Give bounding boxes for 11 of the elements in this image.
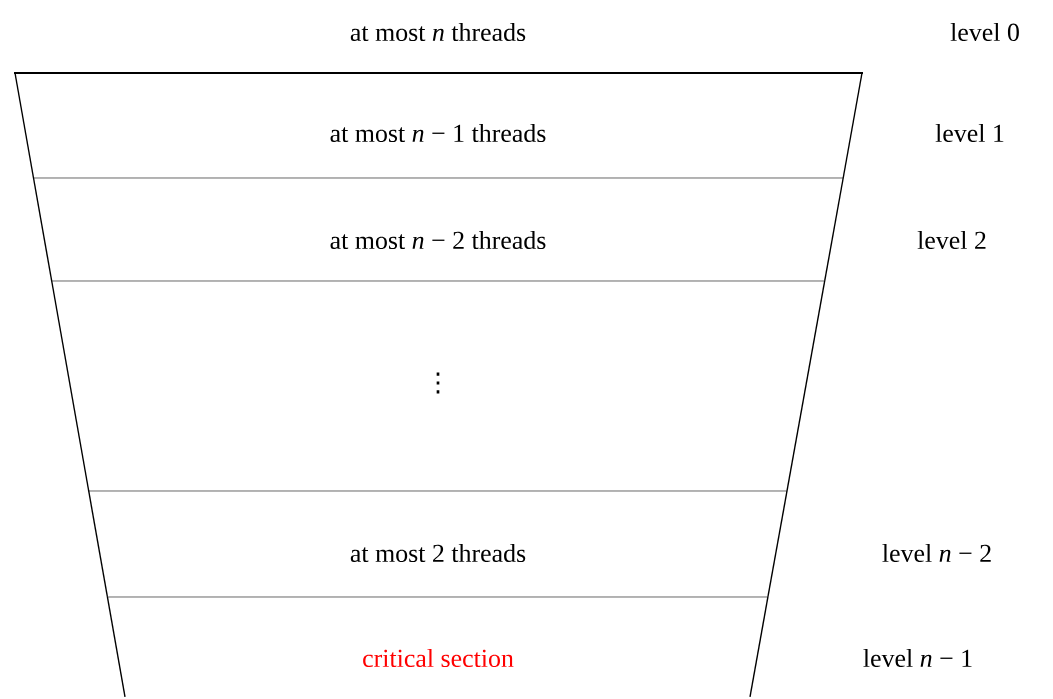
band: at most n − 1 threads	[13, 72, 864, 179]
level-label: level 2	[917, 230, 986, 250]
level-label: level 1	[935, 123, 1004, 143]
band: at most n − 2 threads	[32, 177, 844, 282]
level-label: level n − 2	[882, 543, 991, 563]
band: at most 2 threads	[88, 490, 788, 598]
band: critical section	[106, 596, 769, 698]
level-label: level n − 1	[863, 648, 972, 668]
level-label: level 0	[950, 22, 1019, 42]
band: ⋮	[51, 280, 826, 492]
heading-label: at most n threads	[350, 22, 526, 42]
